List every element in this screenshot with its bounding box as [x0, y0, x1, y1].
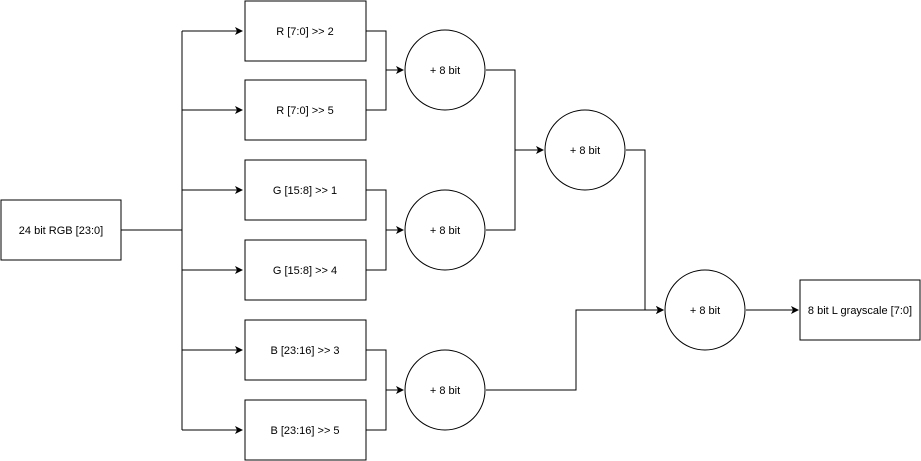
edge-adder-r-adder-rg: [486, 69, 544, 154]
r-shift5-box: R [7:0] >> 5: [244, 79, 367, 141]
edge-adder-b-adder-final: [486, 306, 664, 391]
edge-b-shift3-adder: [366, 349, 404, 394]
b-shift3-box: B [23:16] >> 3: [244, 319, 367, 381]
b-shift5-label: B [23:16] >> 5: [270, 425, 339, 437]
g-shift1-label: G [15:8] >> 1: [273, 185, 337, 197]
adder-g-label: + 8 bit: [430, 225, 460, 237]
b-shift3-label: B [23:16] >> 3: [270, 345, 339, 357]
edge-adder-rg-adder-final: [626, 149, 664, 314]
input-box: 24 bit RGB [23:0]: [0, 199, 122, 261]
adder-final-circle: + 8 bit: [664, 269, 746, 351]
adder-r-label: + 8 bit: [430, 65, 460, 77]
adder-rg-circle: + 8 bit: [544, 109, 626, 191]
adder-g-circle: + 8 bit: [404, 189, 486, 271]
output-label: 8 bit L grayscale [7:0]: [808, 305, 912, 317]
g-shift4-label: G [15:8] >> 4: [273, 265, 337, 277]
edge-g-shift1-adder: [366, 189, 404, 234]
r-shift5-label: R [7:0] >> 5: [276, 105, 333, 117]
adder-r-circle: + 8 bit: [404, 29, 486, 111]
output-box: 8 bit L grayscale [7:0]: [799, 279, 921, 341]
adder-rg-label: + 8 bit: [570, 145, 600, 157]
g-shift4-box: G [15:8] >> 4: [244, 239, 367, 301]
adder-b-label: + 8 bit: [430, 385, 460, 397]
edge-r-shift2-adder: [366, 30, 404, 74]
adder-b-circle: + 8 bit: [404, 349, 486, 431]
edge-b-shift5-adder: [366, 390, 387, 431]
r-shift2-label: R [7:0] >> 2: [276, 26, 333, 38]
adder-final-label: + 8 bit: [690, 305, 720, 317]
edges: [121, 27, 799, 434]
edge-adder-g-adder-rg: [486, 150, 516, 231]
input-label: 24 bit RGB [23:0]: [19, 225, 103, 237]
edge-g-shift4-adder: [366, 230, 387, 271]
r-shift2-box: R [7:0] >> 2: [244, 0, 367, 62]
edge-r-shift5-adder: [366, 70, 387, 111]
b-shift5-box: B [23:16] >> 5: [244, 399, 367, 461]
g-shift1-box: G [15:8] >> 1: [244, 159, 367, 221]
